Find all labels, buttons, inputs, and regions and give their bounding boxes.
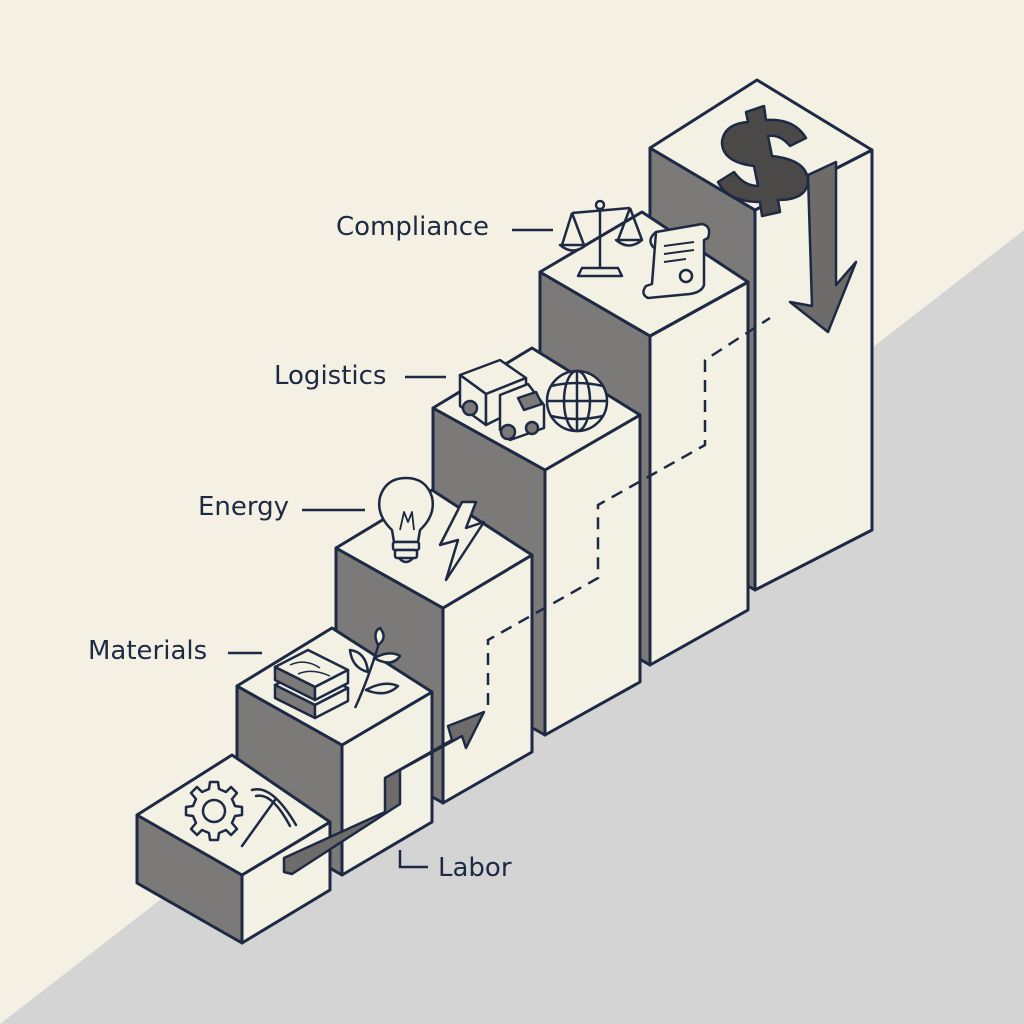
down-arrow	[788, 160, 858, 334]
dashed-cost-path	[486, 316, 771, 705]
dollar-sign-icon	[716, 104, 810, 218]
globe-icon	[545, 369, 609, 433]
wood-planks-icon	[273, 648, 350, 720]
gear-icon	[184, 780, 244, 842]
step-label-logistics: Logistics	[274, 361, 387, 391]
balance-scale-icon	[558, 199, 644, 278]
step-label-labor: Labor	[438, 853, 512, 883]
step-label-materials: Materials	[88, 636, 208, 666]
lightbulb-icon	[378, 476, 434, 564]
certificate-scroll-icon	[642, 222, 711, 300]
delivery-truck-icon	[458, 358, 546, 442]
rising-cost-arrow	[282, 710, 486, 876]
pickaxe-icon	[240, 788, 298, 848]
step-label-compliance: Compliance	[336, 212, 490, 242]
lightning-bolt-icon	[438, 500, 486, 582]
step-label-energy: Energy	[198, 492, 290, 522]
plant-sprout-icon	[348, 626, 402, 709]
leader-lines	[228, 228, 553, 869]
